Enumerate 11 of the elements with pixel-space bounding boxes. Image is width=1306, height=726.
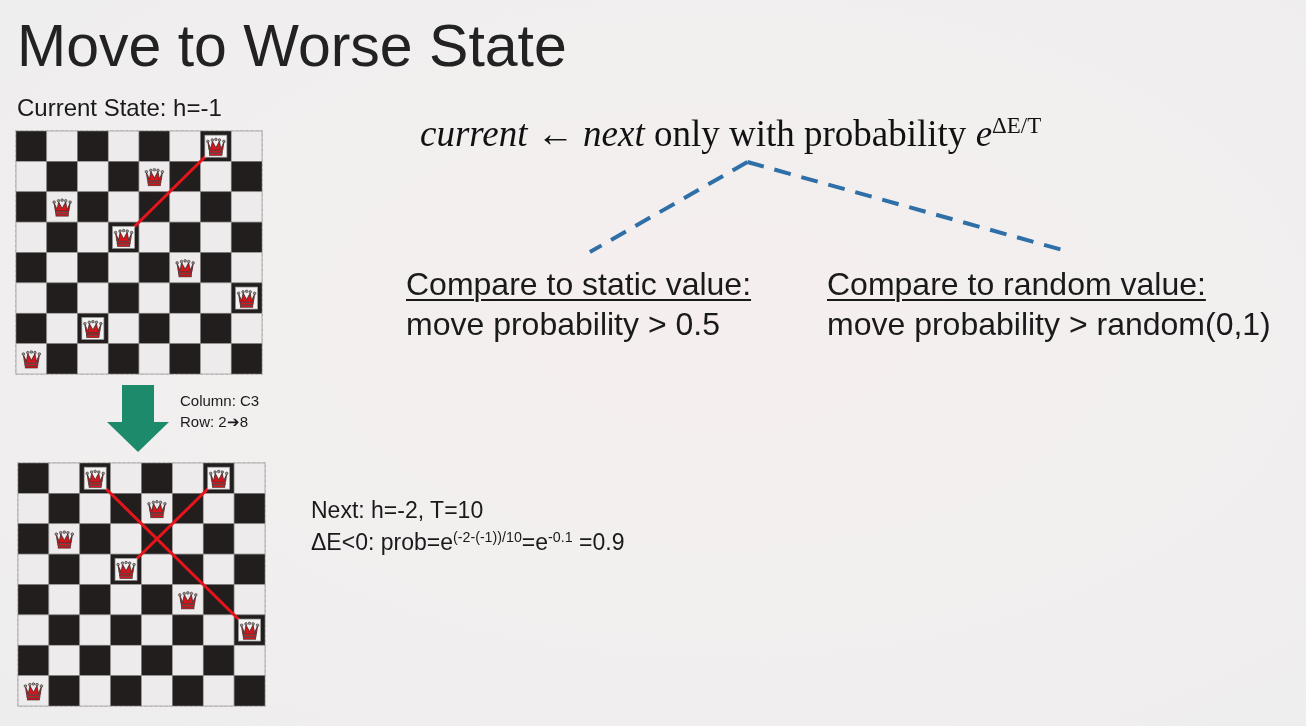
state-caption: Next: h=-2, T=10	[311, 496, 484, 524]
comparison-heading: Compare to random value:	[827, 265, 1207, 304]
probability-calculation: ΔE<0: prob=e$^{(-2-(-1))/10}$=e$^{-0.1}$ =0.9	[311, 528, 625, 556]
slide-title: Move to Worse State	[17, 17, 567, 76]
edge-label: Column: C3 Row: 2➔8	[180, 391, 261, 432]
formula-text: current ← next only with probability e$^{ΔE/T}$	[420, 112, 1042, 162]
state-caption: Current State: h=-1	[17, 94, 222, 122]
dashed-connector	[588, 160, 749, 254]
condition-text: move probability > 0.5	[406, 305, 721, 344]
condition-text: move probability > random(0,1)	[827, 305, 1271, 344]
comparison-heading: Compare to static value:	[406, 265, 752, 304]
